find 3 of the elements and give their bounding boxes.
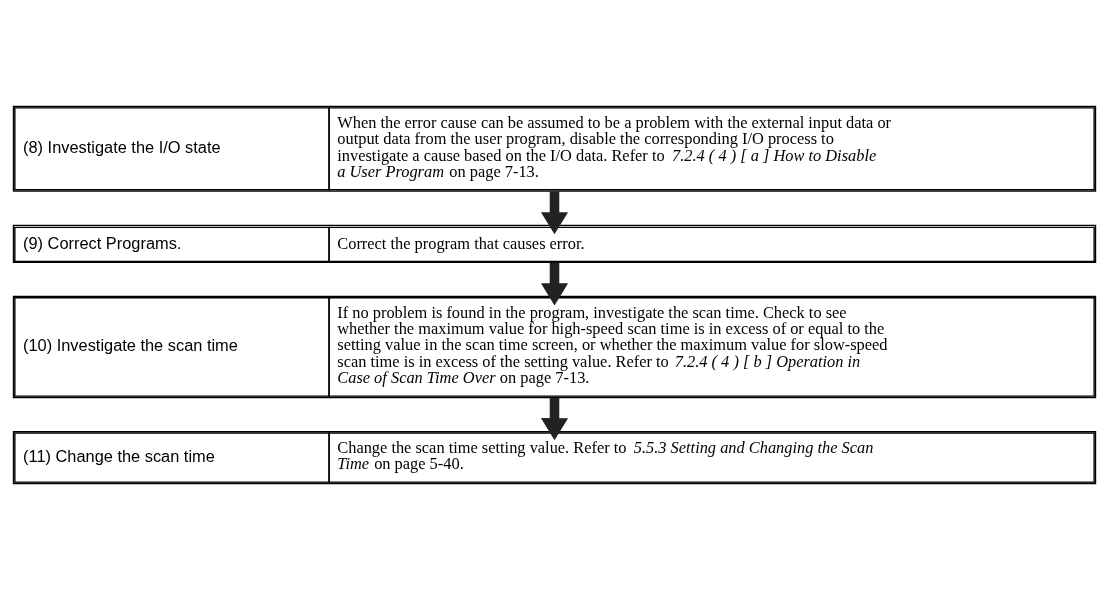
arrow <box>540 262 569 306</box>
arrow <box>540 191 569 235</box>
arrow <box>540 397 569 441</box>
